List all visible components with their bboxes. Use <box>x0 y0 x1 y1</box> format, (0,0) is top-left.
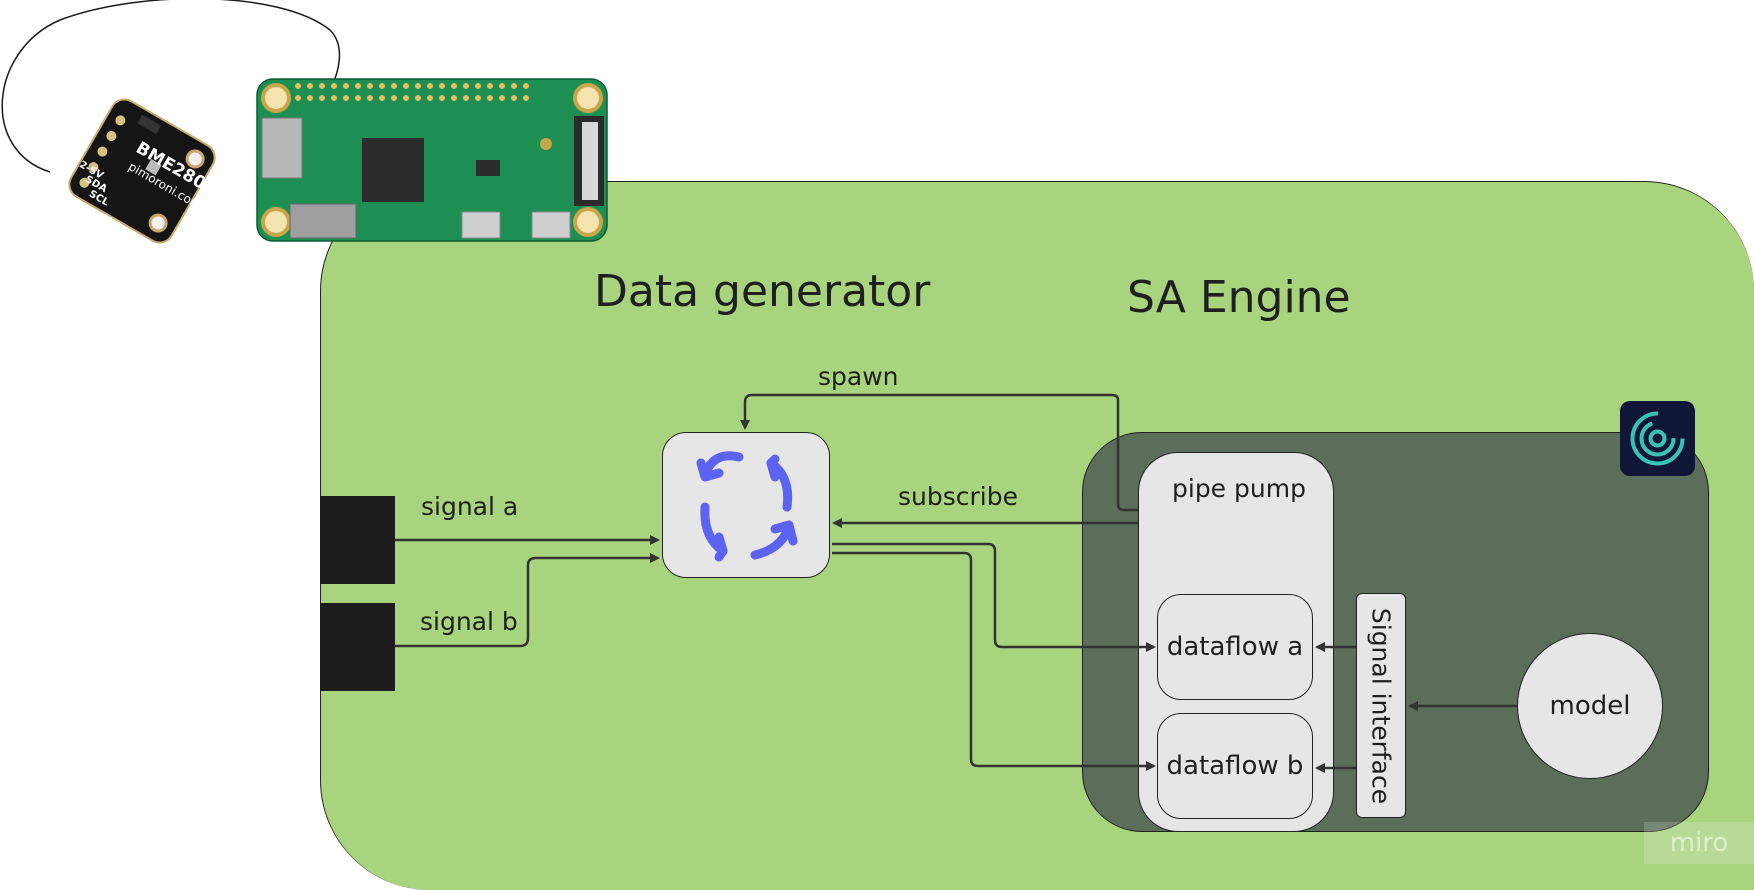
pipe-pump-label: pipe pump <box>1172 474 1306 503</box>
model-node: model <box>1517 633 1663 779</box>
miro-watermark: miro <box>1644 822 1754 864</box>
signal-b-port <box>320 603 395 691</box>
sa-engine-logo-icon <box>1620 401 1695 476</box>
model-label: model <box>1549 691 1631 721</box>
data-generator-title: Data generator <box>594 266 931 317</box>
refresh-cycle-icon <box>696 451 798 562</box>
dataflow-a-label: dataflow a <box>1166 632 1304 662</box>
signal-b-edge <box>395 553 660 648</box>
signal-interface-node: Signal interface <box>1356 593 1406 818</box>
spawn-edge-label: spawn <box>818 362 899 391</box>
dataflow-b-node: dataflow b <box>1157 713 1313 819</box>
subscribe-edge-label: subscribe <box>898 482 1018 511</box>
bme280-sensor-board: BME280 pimoroni.com 2-5V SDA SCL GND <box>62 96 222 246</box>
raspberry-pi-board <box>256 78 608 242</box>
signal-a-edge-label: signal a <box>421 492 519 521</box>
sa-engine-title: SA Engine <box>1127 272 1351 323</box>
hub-to-dataflow-a-edge <box>832 542 1156 652</box>
data-generator-hub-node <box>662 432 830 578</box>
dataflow-b-label: dataflow b <box>1166 751 1304 781</box>
spawn-edge <box>740 393 1138 512</box>
dataflow-a-node: dataflow a <box>1157 594 1313 700</box>
hub-to-dataflow-b-edge <box>832 551 1156 771</box>
signal-b-edge-label: signal b <box>420 607 518 636</box>
signal-a-port <box>320 496 395 584</box>
